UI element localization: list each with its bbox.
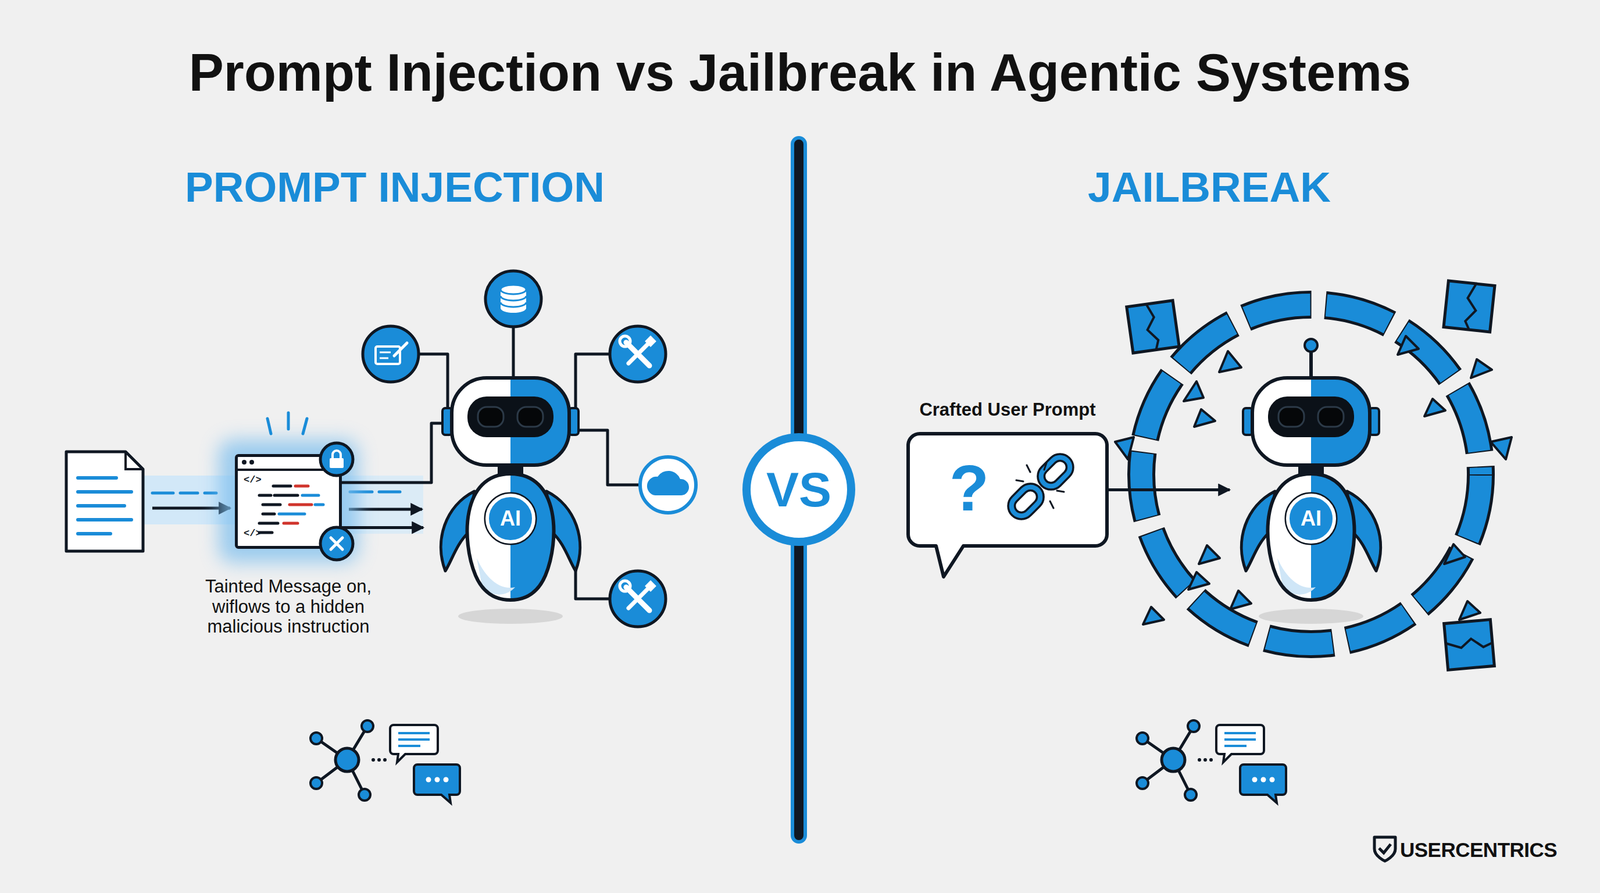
crack — [1144, 303, 1160, 351]
robot-chest-label: AI — [1300, 508, 1322, 530]
code-tag: </> — [243, 527, 262, 539]
flow-arrow — [348, 508, 423, 512]
vs-circle: VS — [742, 433, 856, 546]
crack — [1464, 283, 1479, 331]
tool-icon — [609, 570, 666, 627]
document-icon — [66, 451, 144, 552]
shard — [1230, 590, 1252, 610]
shard — [1490, 437, 1512, 460]
broken-ring — [1141, 304, 1481, 645]
vs-text: VS — [766, 465, 832, 514]
code-lines — [259, 486, 324, 533]
broken-square — [1444, 619, 1495, 671]
pen-icon — [394, 343, 407, 356]
glow-rays — [267, 412, 307, 434]
broken-square — [1443, 280, 1495, 332]
shard — [1444, 544, 1466, 564]
broken-square — [1126, 300, 1180, 353]
section-heading: PROMPT INJECTION — [184, 165, 605, 209]
document-fold — [125, 451, 144, 470]
flow-arrow — [152, 506, 231, 510]
broken-square — [1443, 280, 1495, 332]
robot-illustration — [440, 377, 580, 624]
shard — [1194, 409, 1216, 427]
database-icon — [485, 270, 542, 327]
shard — [1188, 572, 1210, 590]
robot-antenna — [1304, 338, 1318, 352]
broken-ring — [1141, 304, 1481, 645]
flow-dashes — [152, 491, 217, 495]
chat-network-icon — [310, 720, 460, 803]
card-icon — [379, 352, 391, 359]
connector-arrow — [341, 526, 424, 530]
database-icon — [500, 284, 527, 295]
bubble-outline — [908, 433, 1107, 577]
shard — [1397, 336, 1419, 355]
shard — [1424, 398, 1446, 417]
lock-icon — [320, 443, 353, 476]
speech-bubble: Crafted User Prompt? — [908, 433, 1107, 546]
window-dot — [249, 459, 255, 465]
code-line — [279, 495, 324, 514]
cloud-icon — [647, 470, 689, 496]
tool-icon — [609, 326, 666, 382]
database-icon — [500, 295, 527, 307]
shard — [1183, 381, 1204, 402]
wire — [575, 552, 610, 599]
robot-chest-label: AI — [500, 508, 521, 530]
shard — [1198, 545, 1220, 564]
card-icon — [362, 326, 419, 382]
code-window-header — [234, 468, 342, 471]
block-icon — [320, 527, 353, 560]
code-tag: </> — [243, 474, 262, 486]
wire — [512, 326, 516, 378]
broken-square — [1444, 619, 1495, 671]
bubble-outline — [908, 433, 1107, 546]
window-dot — [241, 459, 247, 465]
broken-square — [1126, 300, 1180, 353]
shard — [1143, 606, 1164, 625]
shard — [1219, 351, 1242, 373]
wire — [575, 354, 610, 410]
ai-agent-robot: AI — [1229, 366, 1393, 611]
question-mark: ? — [949, 455, 989, 521]
document-lines — [77, 477, 132, 534]
robot-illustration — [1241, 377, 1381, 624]
node-caption: Tainted Message on, wiflows to a hidden … — [189, 576, 388, 638]
shards — [1115, 336, 1512, 625]
bubble-heading: Crafted User Prompt — [919, 400, 1096, 420]
robot-antenna — [1309, 348, 1313, 380]
code-window: </></>Tainted Message on, wiflows to a h… — [234, 454, 342, 549]
crack — [1445, 637, 1493, 651]
shard — [1459, 601, 1481, 620]
shard — [1470, 359, 1492, 378]
shard — [1115, 437, 1134, 460]
cloud-icon — [640, 456, 696, 513]
connector-arrow — [1106, 488, 1230, 492]
glow — [218, 439, 359, 563]
wire — [418, 354, 448, 410]
code-line — [283, 486, 312, 524]
logo-shield — [1374, 837, 1396, 862]
chat-network-icon — [1136, 720, 1287, 803]
diagram-title: Prompt Injection vs Jailbreak in Agentic… — [0, 46, 1600, 99]
wire — [578, 430, 641, 485]
ai-agent-robot: AI — [423, 366, 598, 611]
code-window-fill — [234, 454, 342, 549]
section-heading: JAILBREAK — [1087, 165, 1331, 209]
code-line — [259, 486, 298, 533]
logo-check — [1379, 844, 1391, 853]
logo-text: USERCENTRICS — [1400, 839, 1557, 860]
wire — [341, 423, 444, 483]
